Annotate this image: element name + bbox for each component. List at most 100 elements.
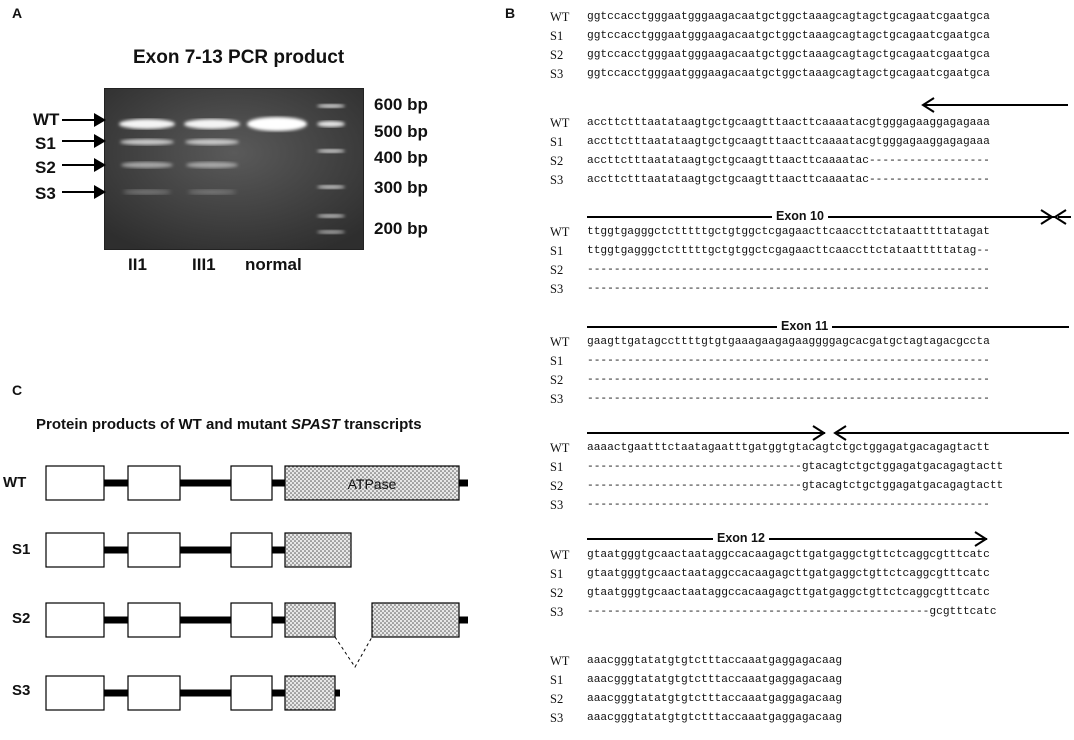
gel-title: Exon 7-13 PCR product [133,47,345,68]
seq-row: gtaatgggtgcaactaataggccacaagagcttgatgagg… [587,587,990,599]
exon11-label: Exon 11 [777,319,833,333]
band-label-wt: WT [33,110,60,129]
seq-row: --------------------------------gtacagtc… [587,480,1004,492]
seq-row: ----------------------------------------… [587,355,990,367]
band-ii1-wt [119,119,175,129]
seq-row: aaacgggtatatgtgtctttaccaaatgaggagacaag [587,655,843,667]
band-ii1-s1 [120,139,174,145]
seq-row: gtaatgggtgcaactaataggccacaagagcttgatgagg… [587,568,990,580]
seq-row: ----------------------------------------… [587,393,990,405]
band-iii1-s3 [188,189,236,195]
seq-row: ----------------------------------------… [587,283,990,295]
seq-label: S1 [550,460,564,474]
exon12-label: Exon 12 [713,531,769,545]
seq-label: WT [550,116,570,130]
marker-label-300: 300 bp [374,178,428,197]
marker-label-200: 200 bp [374,219,428,238]
band-iii1-s1 [185,139,239,145]
seq-row: aaacgggtatatgtgtctttaccaaatgaggagacaag [587,674,843,686]
protein-s3 [45,675,340,711]
exon11-end-arrows [587,425,1069,441]
seq-label: S2 [550,586,564,600]
protein-title-gene: SPAST [291,416,340,433]
seq-label: S1 [550,354,564,368]
seq-row: ggtccacctgggaatgggaagacaatgctggctaaagcag… [587,49,990,61]
atpase-label: ATPase [348,476,397,492]
exon10-arrow [587,209,1071,225]
band-iii1-wt [184,119,240,129]
band-label-s2: S2 [35,158,56,177]
seq-label: S2 [550,479,564,493]
seq-row: accttctttaatataagtgctgcaagtttaacttcaaaat… [587,174,990,186]
seq-label: S1 [550,244,564,258]
seq-label: WT [550,548,570,562]
gel-image [104,88,364,250]
ladder-band [317,121,345,127]
protein-s1 [45,532,352,568]
seq-label: WT [550,441,570,455]
seq-label: S3 [550,498,564,512]
seq-row: aaaactgaatttctaatagaatttgatggtgtacagtctg… [587,442,990,454]
ladder-band [317,149,345,153]
seq-row: ttggtgagggctctttttgctgtggctcgagaacttcaac… [587,245,990,257]
exon9-end-arrow [921,97,1068,113]
atpase-domain [284,465,460,501]
ladder-band [317,230,345,234]
seq-label: S3 [550,392,564,406]
seq-label: S1 [550,135,564,149]
band-iii1-s2 [186,162,238,168]
ladder-band [317,104,345,108]
seq-row: aaacgggtatatgtgtctttaccaaatgaggagacaag [587,693,843,705]
seq-row: ggtccacctgggaatgggaagacaatgctggctaaagcag… [587,11,990,23]
protein-label-s1: S1 [12,541,31,558]
marker-label-500: 500 bp [374,122,428,141]
protein-label-s3: S3 [12,682,31,699]
protein-label-s2: S2 [12,610,31,627]
seq-row: ggtccacctgggaatgggaagacaatgctggctaaagcag… [587,30,990,42]
protein-wt: ATPase [45,465,468,501]
seq-row: gaagttgatagccttttgtgtgaaagaagagaaggggagc… [587,336,990,348]
protein-label-wt: WT [3,474,27,491]
seq-row: accttctttaatataagtgctgcaagtttaacttcaaaat… [587,155,990,167]
protein-title-pre: Protein products of WT and mutant [36,416,291,433]
panel-b-letter: B [505,5,516,21]
seq-row: aaacgggtatatgtgtctttaccaaatgaggagacaag [587,712,843,724]
exon12-arrow [587,531,988,547]
exon10-label: Exon 10 [772,209,828,223]
marker-label-600: 600 bp [374,95,428,114]
lane-label-iii1: III1 [192,255,216,274]
seq-row: ----------------------------------------… [587,374,990,386]
seq-label: S1 [550,29,564,43]
band-label-s1: S1 [35,134,56,153]
marker-label-400: 400 bp [374,148,428,167]
seq-label: S2 [550,48,564,62]
seq-row: gtaatgggtgcaactaataggccacaagagcttgatgagg… [587,549,990,561]
seq-label: S2 [550,692,564,706]
seq-row: ttggtgagggctctttttgctgtggctcgagaacttcaac… [587,226,990,238]
ladder-band [317,214,345,218]
seq-row: ----------------------------------------… [587,606,997,618]
seq-label: WT [550,335,570,349]
protein-figure-title: Protein products of WT and mutant SPAST … [36,416,422,433]
band-arrows [62,113,106,199]
band-normal-wt [247,117,307,131]
seq-row: ----------------------------------------… [587,264,990,276]
lane-label-ii1: II1 [128,255,147,274]
protein-diagram: ATPase [45,465,468,711]
seq-label: S3 [550,282,564,296]
lane-label-normal: normal [245,255,302,274]
seq-row: --------------------------------gtacagtc… [587,461,1004,473]
seq-label: S3 [550,67,564,81]
panel-c-letter: C [12,382,23,398]
seq-label: S2 [550,373,564,387]
seq-row: ----------------------------------------… [587,499,990,511]
band-ii1-s3 [123,189,171,195]
seq-label: S1 [550,673,564,687]
seq-row: accttctttaatataagtgctgcaagtttaacttcaaaat… [587,117,990,129]
protein-title-post: transcripts [339,416,422,433]
ladder-band [317,185,345,189]
seq-row: accttctttaatataagtgctgcaagtttaacttcaaaat… [587,136,990,148]
seq-label: WT [550,654,570,668]
seq-label: S2 [550,154,564,168]
seq-label: S1 [550,567,564,581]
